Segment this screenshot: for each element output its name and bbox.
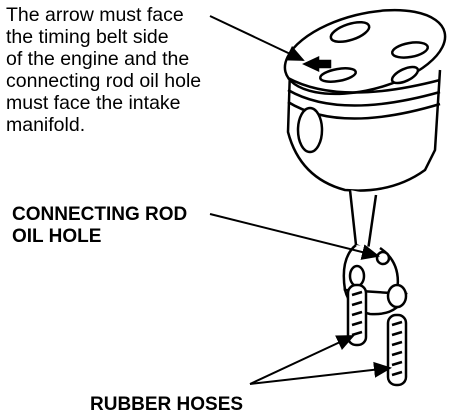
hose-leader-left [249,335,355,385]
oil-hole [375,250,391,266]
oil-hole-leader [209,213,380,260]
piston [283,8,447,192]
assembly-note: The arrow must face the timing belt side… [6,4,221,136]
note-line: manifold. [6,114,86,136]
rubber-hoses [346,283,408,387]
hose-leader-right [249,361,392,385]
connecting-rod-label-line1: CONNECTING ROD [12,204,188,225]
note-line: must face the intake [6,92,181,114]
connecting-rod-label-line2: OIL HOLE [12,226,102,247]
connecting-rod [342,189,408,316]
note-line: of the engine and the [6,48,190,70]
leader-lines [209,15,392,385]
note-line: The arrow must face [6,4,184,26]
connecting-rod-label: CONNECTING ROD OIL HOLE [12,204,187,248]
arrow-leader [209,15,305,61]
note-line: connecting rod oil hole [6,70,202,92]
rubber-hoses-label: RUBBER HOSES [90,394,244,415]
note-line: the timing belt side [6,26,169,48]
